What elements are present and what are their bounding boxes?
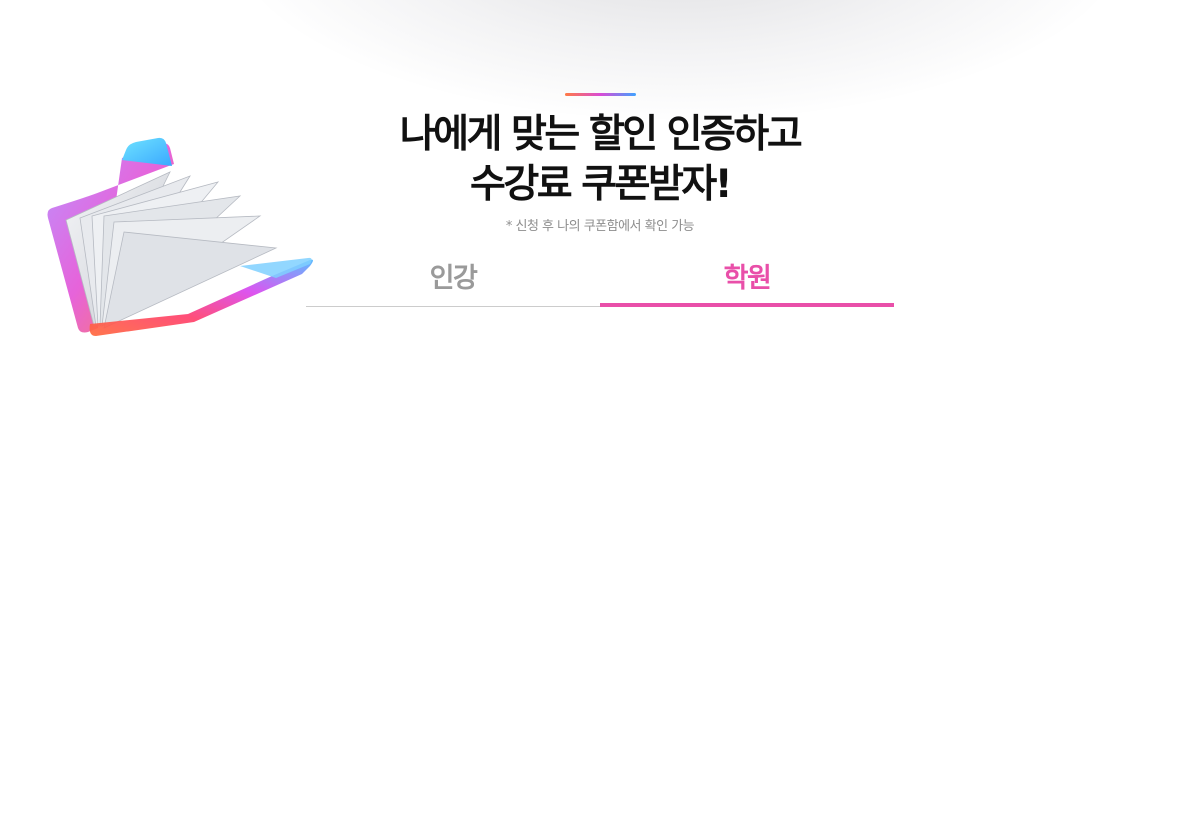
tab-label: 인강 (429, 263, 478, 294)
tab-bar: 인강 학원 (306, 252, 894, 307)
folder-icon (40, 136, 320, 346)
page-title-line2: 수강료 쿠폰받자! (469, 162, 733, 207)
top-glow-decoration (230, 0, 1130, 120)
coupon-note: * 신청 후 나의 쿠폰함에서 확인 가능 (505, 219, 695, 234)
tab-online-lecture[interactable]: 인강 (306, 252, 600, 307)
tab-label: 학원 (723, 263, 772, 294)
page-title-line1: 나에게 맞는 할인 인증하고 (399, 112, 803, 157)
tab-academy[interactable]: 학원 (600, 252, 894, 307)
accent-divider (565, 93, 636, 96)
